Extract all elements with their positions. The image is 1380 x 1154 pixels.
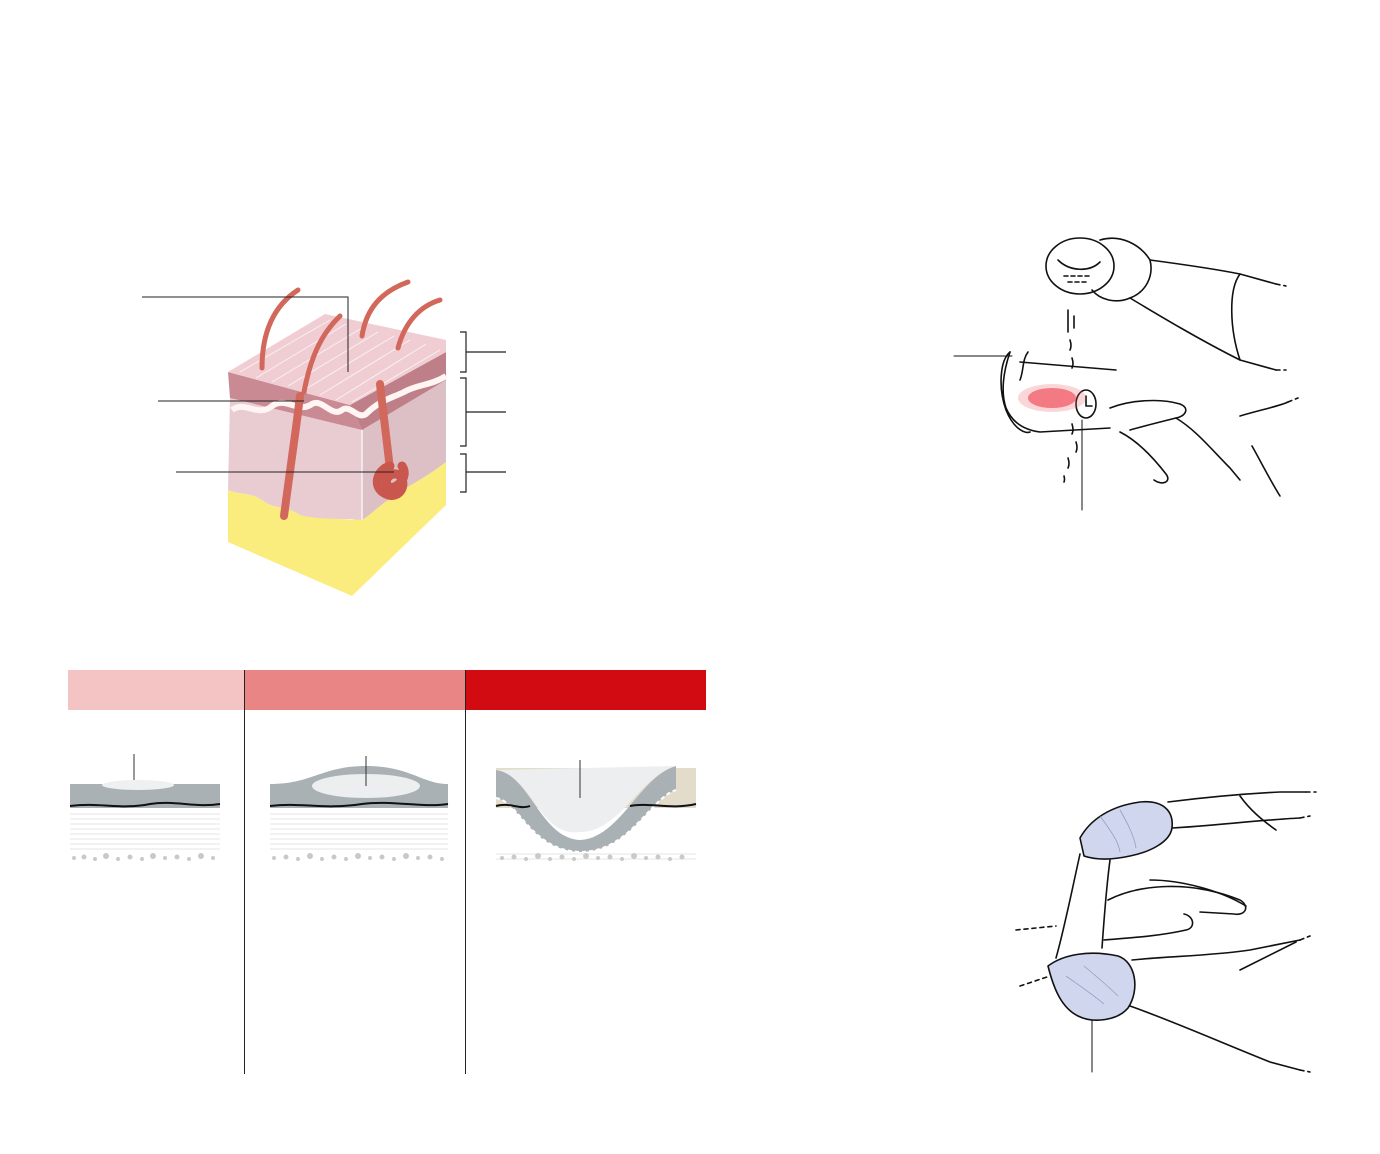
burn-spot: [1028, 388, 1076, 408]
band-first-degree: [68, 670, 244, 710]
sweat-gland-coil: [372, 461, 409, 500]
skin-cross-section-illustration: [142, 279, 506, 596]
column-divider: [244, 670, 245, 1074]
full-thickness-burn-diagram: [495, 760, 697, 861]
partial-thickness-burn-diagram: [269, 756, 449, 861]
leader-lines-left: [142, 296, 394, 473]
burn-area: [102, 780, 174, 790]
hair-shaft: [259, 287, 301, 371]
column-divider: [465, 670, 466, 1074]
hair-shaft: [301, 313, 343, 395]
superficial-burn-diagram: [69, 754, 221, 861]
hair-shaft: [359, 279, 411, 339]
skin-surface-top: [228, 314, 446, 405]
hair-shaft: [395, 297, 443, 351]
lower-gloved-hand: [1047, 952, 1136, 1021]
hair-follicle: [280, 392, 304, 520]
water-cup: [1045, 237, 1115, 295]
cover-burn-with-gloved-hand-illustration: [1015, 791, 1317, 1073]
layer-brackets: [460, 331, 506, 493]
upper-gloved-hand: [1079, 801, 1173, 860]
fat-layer-left: [228, 490, 352, 596]
band-second-degree: [245, 670, 465, 710]
crater: [496, 766, 676, 852]
cool-burn-with-water-illustration: [953, 237, 1299, 511]
patient-forearm: [1055, 853, 1081, 959]
fat-layer-right: [352, 462, 446, 596]
papillary-line: [230, 373, 448, 419]
band-third-degree: [466, 670, 706, 710]
surface-texture: [239, 319, 441, 403]
